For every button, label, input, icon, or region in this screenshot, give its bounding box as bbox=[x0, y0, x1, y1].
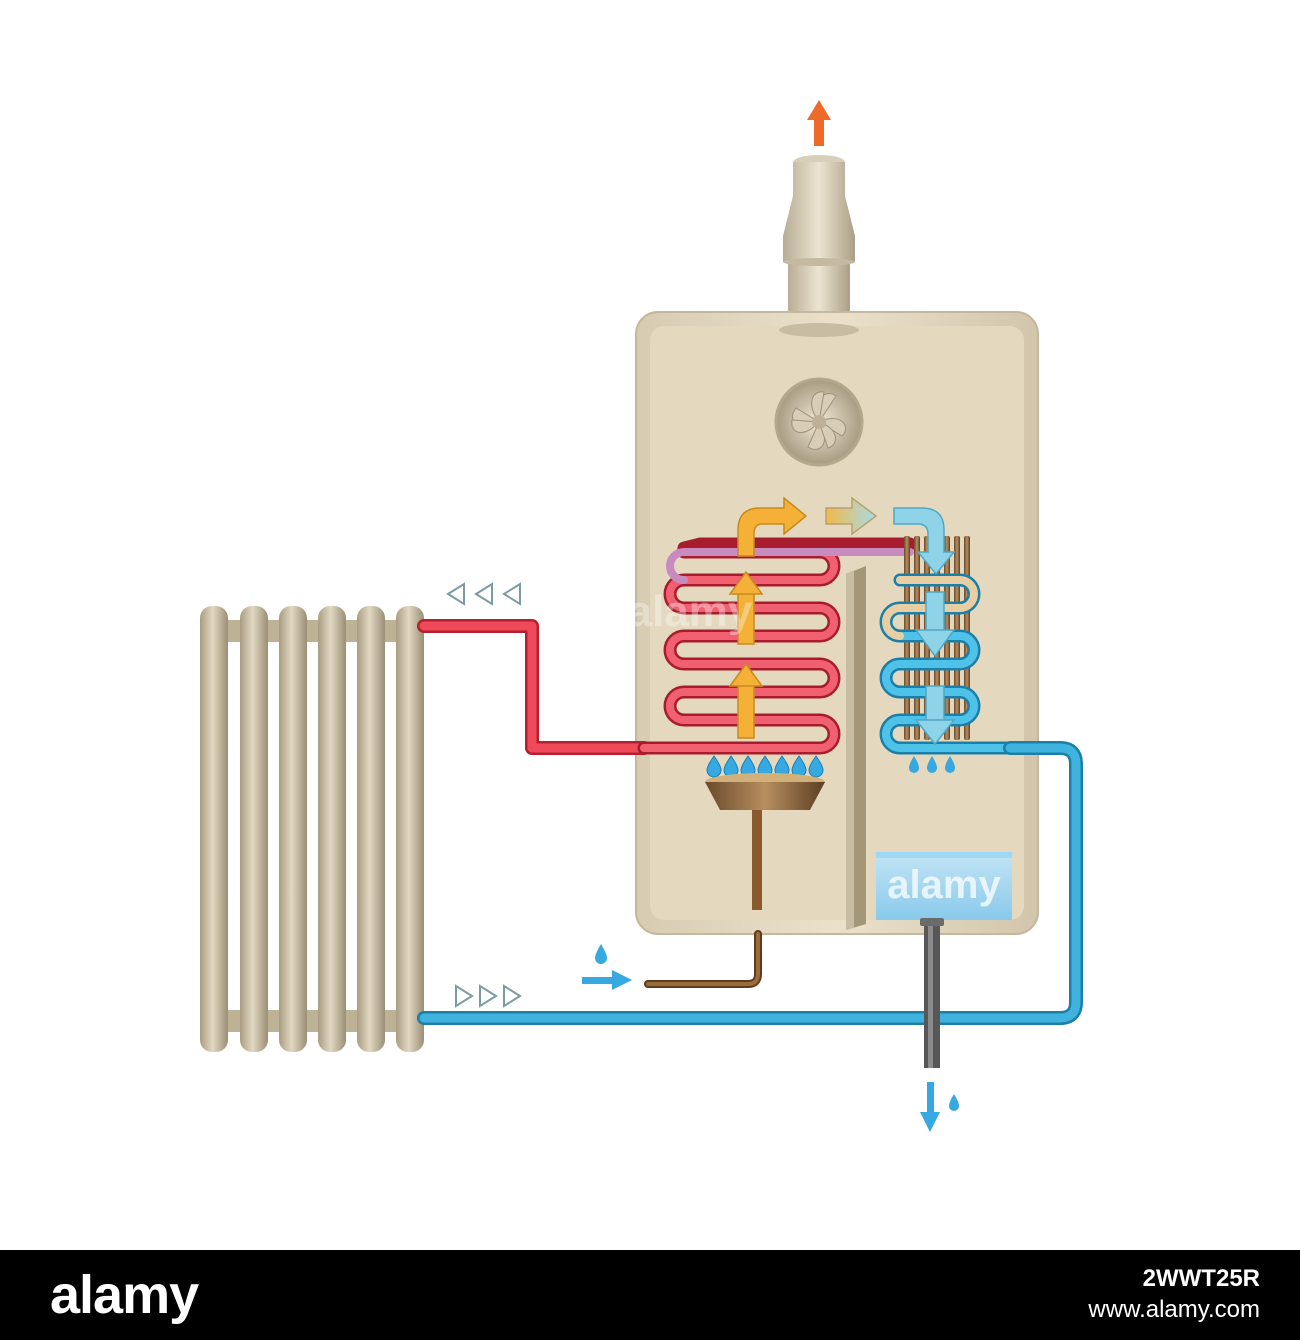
hot-gas-flow-arrows bbox=[728, 496, 878, 739]
baffle-plate bbox=[846, 566, 866, 930]
tank-watermark: alamy bbox=[887, 863, 1001, 907]
footer-logo[interactable]: alamy bbox=[50, 1265, 199, 1325]
condensate-trap: alamy bbox=[876, 852, 1012, 920]
flue-exhaust-arrow bbox=[807, 100, 831, 146]
burner-flames bbox=[706, 755, 824, 778]
fan-icon bbox=[774, 377, 864, 467]
cold-water-inlet-arrow bbox=[582, 944, 632, 990]
condensate-drops bbox=[909, 756, 955, 773]
primary-heat-exchanger-coil bbox=[637, 537, 917, 755]
return-water-pipe bbox=[417, 741, 1083, 1025]
boiler-diagram: alamy alamy bbox=[200, 100, 1083, 1132]
radiator bbox=[200, 606, 424, 1052]
footer-url[interactable]: www.alamy.com bbox=[1088, 1296, 1260, 1323]
hot-water-pipe bbox=[417, 619, 651, 755]
image-id: 2WWT25R bbox=[1142, 1265, 1260, 1292]
hot-flow-direction-arrows bbox=[446, 582, 521, 606]
footer-meta: 2WWT25R www.alamy.com bbox=[940, 1264, 1260, 1326]
cooling-gas-flow-arrows bbox=[893, 507, 956, 746]
gas-inlet-pipe bbox=[644, 930, 762, 988]
condensate-outflow-arrow bbox=[920, 1082, 959, 1132]
condensate-drain-pipe bbox=[920, 918, 944, 1068]
flue-chimney bbox=[783, 155, 855, 314]
footer-bar: alamy 2WWT25R www.alamy.com bbox=[0, 1250, 1300, 1340]
return-flow-direction-arrows bbox=[455, 984, 522, 1008]
gas-burner bbox=[705, 773, 825, 910]
casing-watermark: alamy bbox=[628, 587, 753, 636]
